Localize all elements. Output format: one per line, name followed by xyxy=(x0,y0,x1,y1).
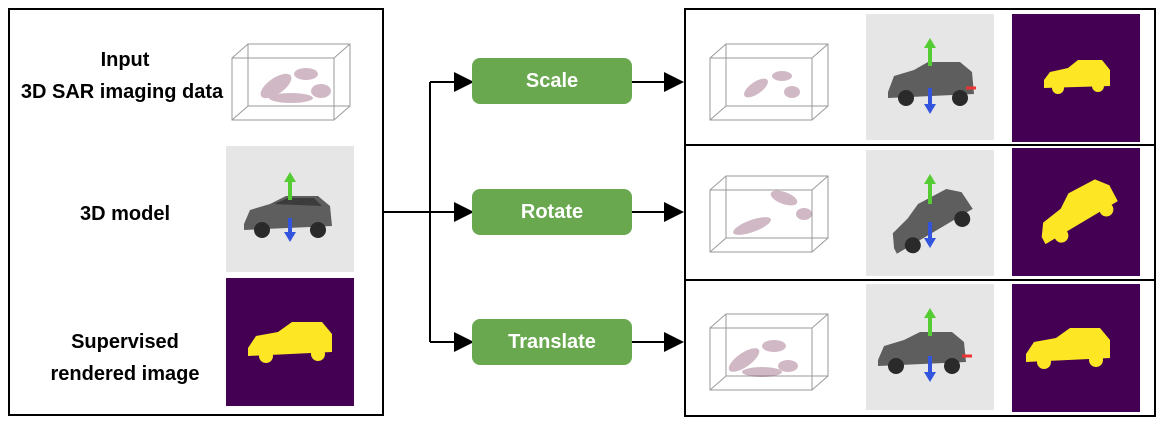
model-label: 3D model xyxy=(79,203,171,225)
rendered-label-line1: Supervised xyxy=(71,331,179,353)
input-label-line2: 3D SAR imaging data xyxy=(20,81,224,103)
scale-button: Scale xyxy=(472,58,632,104)
car-model-icon xyxy=(866,284,994,410)
car-mask-icon xyxy=(1012,284,1140,412)
car-mask-icon xyxy=(1012,148,1140,276)
translate-result-row xyxy=(684,279,1156,417)
translate-button: Translate xyxy=(472,319,632,365)
car-model-icon xyxy=(866,14,994,140)
sar-volume-icon xyxy=(704,306,834,396)
rotate-button: Rotate xyxy=(472,189,632,235)
car-mask-icon xyxy=(1012,14,1140,142)
sar-volume-icon xyxy=(704,36,834,126)
car-model-icon xyxy=(226,146,354,272)
sar-volume-icon xyxy=(704,168,834,258)
input-label-line1: Input xyxy=(100,49,150,71)
car-mask-icon xyxy=(226,278,354,406)
car-model-icon xyxy=(866,150,994,276)
rendered-label-line2: rendered image xyxy=(50,363,200,385)
sar-volume-icon xyxy=(226,36,356,126)
